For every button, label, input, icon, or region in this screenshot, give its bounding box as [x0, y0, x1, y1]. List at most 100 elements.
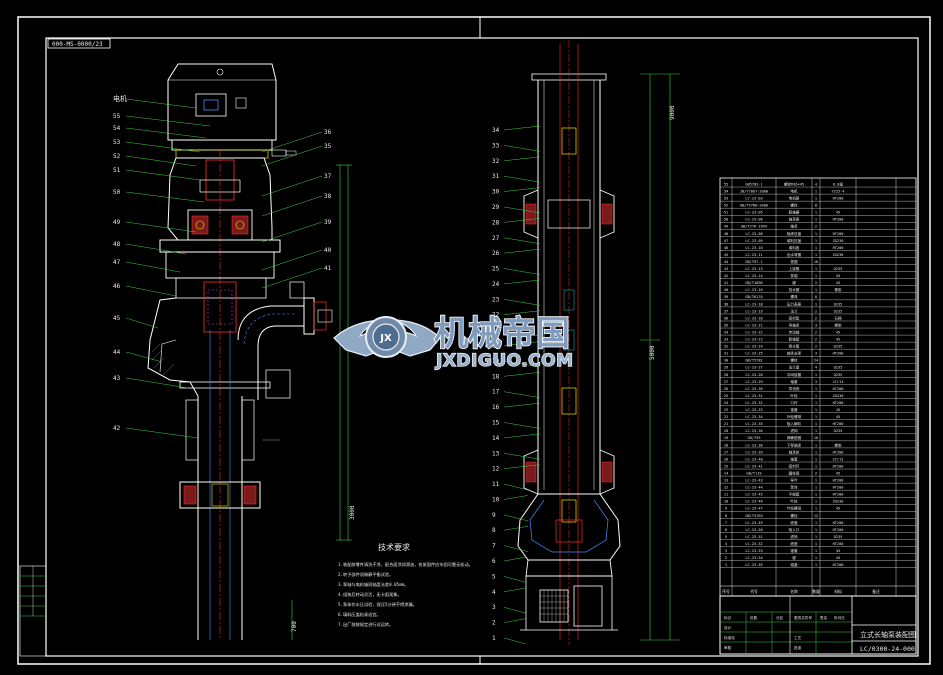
- parts-cell: LC-23-28: [745, 373, 762, 377]
- top-tag: 000-MS-0000/23: [52, 41, 103, 48]
- parts-cell: HT200: [833, 493, 844, 497]
- parts-cell: 13: [724, 479, 728, 483]
- parts-cell: 叶轮: [790, 499, 798, 504]
- parts-cell: LC-23-40: [745, 457, 762, 461]
- parts-cell: 8: [815, 204, 817, 208]
- parts-cell: 导叶: [790, 478, 798, 483]
- parts-cell: 3: [725, 549, 727, 553]
- parts-cell: 8: [725, 514, 727, 518]
- parts-cell: HT200: [833, 486, 844, 490]
- parts-cell: 1: [815, 443, 817, 447]
- parts-cell: 4: [815, 366, 817, 370]
- parts-cell: 吸入口: [789, 527, 800, 532]
- parts-cell: 2: [815, 281, 817, 285]
- parts-cell: HT200: [833, 422, 844, 426]
- parts-cell: HT200: [833, 479, 844, 483]
- parts-cell: 22: [724, 415, 728, 419]
- parts-cell: 10: [724, 500, 728, 504]
- parts-cell: LC-23-36: [745, 429, 762, 433]
- parts-cell: 24: [724, 401, 728, 405]
- parts-cell: 1: [815, 549, 817, 553]
- parts-cell: 45: [836, 556, 840, 560]
- parts-cell: HT200: [833, 218, 844, 222]
- tech-requirement-line: 5.泵体作水压试验，保压5分钟不得渗漏。: [338, 601, 417, 608]
- parts-cell: 锥套: [790, 407, 798, 412]
- parts-cell: HT200: [833, 450, 844, 454]
- right-callout-number: 13: [492, 450, 500, 457]
- left-callout-number: 50: [113, 189, 121, 196]
- parts-cell: 螺栓: [790, 513, 798, 518]
- parts-cell: 8: [815, 295, 817, 299]
- right-callout-number: 17: [492, 389, 500, 396]
- parts-cell: 47: [724, 239, 728, 243]
- parts-cell: 螺母: [790, 294, 798, 299]
- left-callout-number: 51: [113, 167, 121, 174]
- tech-requirement-line: 1.装配前零件清洗干净，配合面涂润滑油，各紧固件应牢固可靠无松动。: [338, 561, 473, 568]
- parts-cell: GB/T97.1: [745, 260, 762, 264]
- parts-cell: LC-23-29: [745, 380, 762, 384]
- right-callout-number: 5: [492, 573, 496, 580]
- right-callout-number: 15: [492, 419, 500, 426]
- parts-cell: 1: [815, 394, 817, 398]
- parts-cell: 下导轴承: [787, 442, 802, 447]
- parts-cell: 键: [792, 555, 796, 560]
- parts-cell: 2: [815, 316, 817, 320]
- parts-cell: HT200: [833, 197, 844, 201]
- parts-cell: 45: [836, 211, 840, 215]
- parts-cell: HT200: [833, 542, 844, 546]
- right-callout-number: 12: [492, 466, 500, 473]
- parts-cell: 1: [815, 556, 817, 560]
- right-callout-number: 22: [492, 312, 500, 319]
- parts-cell: HT200: [833, 401, 844, 405]
- parts-cell: 31: [724, 352, 728, 356]
- parts-cell: 54: [724, 189, 728, 193]
- parts-cell: 1: [815, 401, 817, 405]
- left-callout-number: 43: [113, 375, 121, 382]
- right-callout-number: 3: [492, 604, 496, 611]
- parts-cell: GB/T93: [748, 436, 761, 440]
- parts-cell: 滤网: [790, 428, 798, 433]
- mid-callout-number: 41: [324, 265, 332, 272]
- parts-cell: 填料压盖: [787, 238, 802, 243]
- parts-cell: 26: [724, 387, 728, 391]
- parts-header-cell: 序号: [722, 589, 730, 594]
- parts-cell: GB/T5782: [745, 359, 762, 363]
- parts-cell: 1: [815, 486, 817, 490]
- right-callout-number: 29: [492, 204, 500, 211]
- parts-cell: 45: [836, 330, 840, 334]
- parts-cell: 35: [724, 323, 728, 327]
- parts-cell: ZG230: [833, 500, 844, 504]
- parts-cell: 滤网: [790, 534, 798, 539]
- parts-cell: LC-23-08: [745, 232, 762, 236]
- parts-cell: 1: [815, 267, 817, 271]
- parts-cell: 电机: [790, 188, 798, 193]
- drawing-number: LC/0300-24-000: [860, 645, 915, 653]
- parts-cell: HT200: [833, 387, 844, 391]
- parts-cell: HT200: [833, 464, 844, 468]
- parts-cell: 填料函: [789, 245, 800, 250]
- parts-cell: 1: [815, 246, 817, 250]
- right-callout-number: 14: [492, 435, 500, 442]
- parts-cell: 1: [815, 218, 817, 222]
- parts-cell: LC-23-14: [745, 274, 762, 278]
- parts-cell: 48: [724, 232, 728, 236]
- parts-cell: Y225-4: [832, 189, 845, 193]
- right-callout-number: 32: [492, 158, 500, 165]
- parts-cell: 密封垫: [789, 315, 800, 320]
- parts-cell: 垫圈: [790, 259, 798, 264]
- parts-cell: 33: [724, 338, 728, 342]
- watermark-en: JXDIGUO.COM: [435, 351, 574, 371]
- parts-cell: LC-23-46: [745, 500, 762, 504]
- parts-cell: 45: [836, 408, 840, 412]
- parts-cell: 2: [815, 471, 817, 475]
- motor-callout: 电机: [113, 94, 127, 103]
- parts-cell: ZG230: [833, 253, 844, 257]
- title-block-label: 设计: [724, 625, 732, 630]
- parts-cell: 1: [815, 521, 817, 525]
- left-dim-upper: 3000: [349, 505, 356, 520]
- parts-cell: Q235: [834, 309, 843, 313]
- parts-cell: LC-23-09: [745, 239, 762, 243]
- parts-cell: 石棉: [834, 315, 842, 320]
